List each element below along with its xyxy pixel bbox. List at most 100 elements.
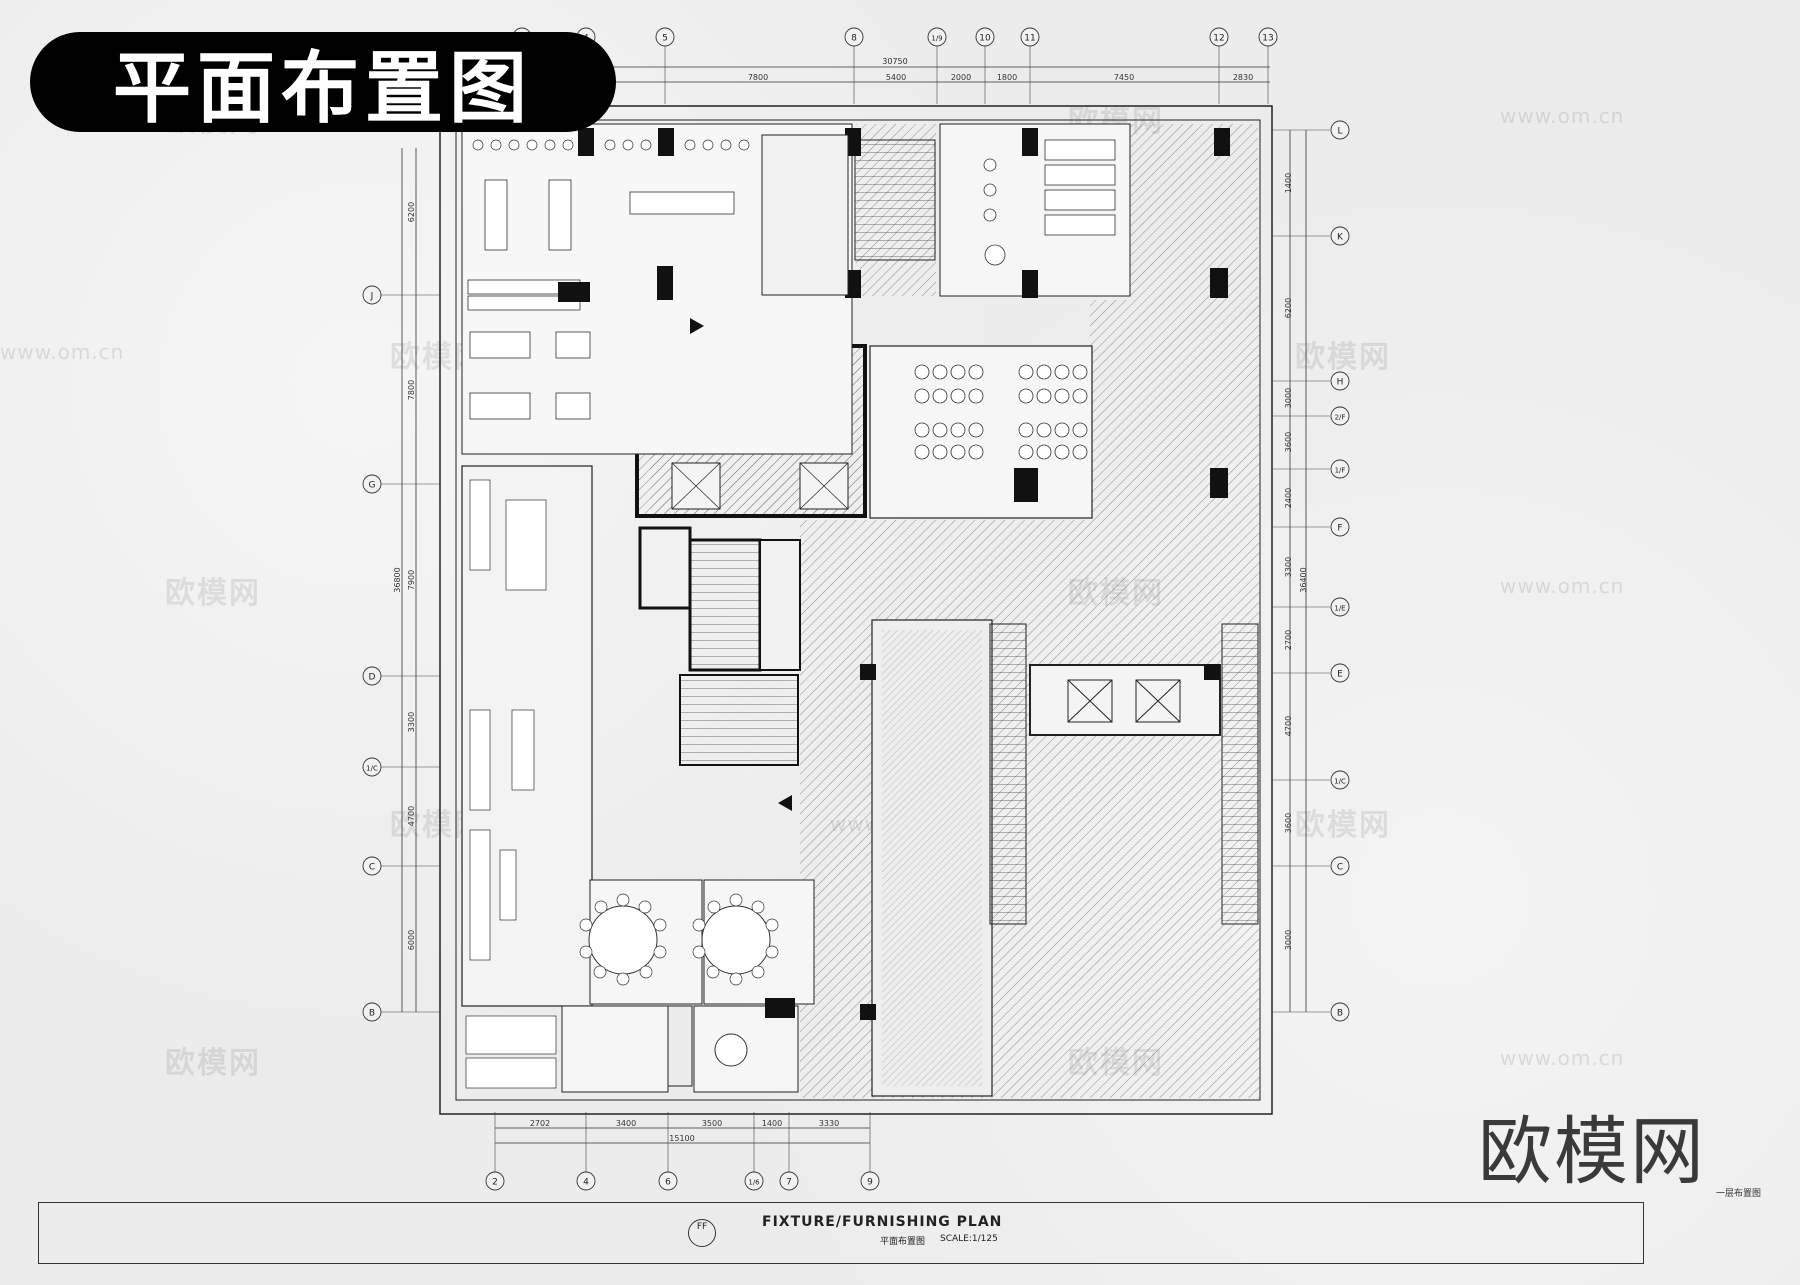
svg-text:9: 9 [867, 1178, 873, 1188]
plan-subtitle: 平面布置图 [880, 1237, 926, 1247]
dimension-bottom-total: 15100 [669, 1134, 694, 1143]
dimension-right: 4700 [1284, 716, 1293, 736]
entrance-arrow [690, 318, 704, 334]
dimension-left: 4700 [407, 806, 416, 826]
svg-text:12: 12 [1213, 34, 1224, 44]
grid-bubble-right: C [1330, 856, 1350, 876]
round-table [588, 905, 771, 975]
svg-text:K: K [1337, 233, 1344, 243]
atrium-void [882, 630, 982, 1086]
svg-text:E: E [1337, 670, 1343, 680]
grid-bubble-bottom: 2 [485, 1171, 505, 1191]
outer-boundary [439, 105, 1273, 1115]
grid-bubble-top: 8 [844, 27, 864, 47]
dimension-right: 3300 [1284, 557, 1293, 577]
grid-bubble-right: K [1330, 226, 1350, 246]
watermark: 欧模网 [1295, 808, 1391, 843]
grid-bubble-bottom: 1/6 [744, 1171, 764, 1191]
title-block [38, 1202, 1644, 1264]
dimension-bottom: 3330 [819, 1119, 839, 1128]
svg-text:H: H [1337, 378, 1344, 388]
dimension-top: 5400 [886, 73, 906, 82]
grid-bubble-left: J [362, 285, 382, 305]
dimension-bottom: 3500 [702, 1119, 722, 1128]
watermark: 欧模网 [165, 576, 261, 611]
title-badge: 平面布置图 [30, 32, 616, 134]
svg-text:11: 11 [1024, 34, 1035, 44]
escalator [989, 623, 1027, 925]
watermark-url: www.om.cn [1500, 574, 1625, 598]
watermark: 欧模网 [165, 1046, 261, 1081]
svg-text:6: 6 [665, 1178, 671, 1188]
entrance-arrow [778, 795, 792, 811]
dimension-bottom: 3400 [616, 1119, 636, 1128]
svg-text:C: C [369, 863, 375, 873]
dimension-right: 3600 [1284, 432, 1293, 452]
dimension-right: 2400 [1284, 488, 1293, 508]
grid-bubble-right: 1/F [1330, 459, 1350, 479]
stair-core [679, 674, 799, 766]
grid-bubble-top: 13 [1258, 27, 1278, 47]
grid-bubble-right: L [1330, 120, 1350, 140]
svg-text:13: 13 [1262, 34, 1273, 44]
grid-bubble-bottom: 6 [658, 1171, 678, 1191]
watermark: 欧模网 [1295, 340, 1391, 375]
grid-bubble-right: B [1330, 1002, 1350, 1022]
grid-bubble-top: 1/9 [927, 27, 947, 47]
brand-mark: 欧模网 [1478, 1109, 1706, 1195]
dimension-bottom: 2702 [530, 1119, 550, 1128]
svg-text:F: F [1337, 524, 1342, 534]
grid-bubble-right: E [1330, 663, 1350, 683]
svg-text:D: D [369, 673, 376, 683]
grid-bubble-left: D [362, 666, 382, 686]
svg-text:1/C: 1/C [1334, 778, 1346, 786]
plan-title: FIXTURE/FURNISHING PLAN [762, 1214, 1003, 1230]
grid-bubble-left: G [362, 474, 382, 494]
svg-text:1/E: 1/E [1334, 605, 1345, 613]
dimension-left: 7900 [407, 570, 416, 590]
svg-text:2: 2 [492, 1178, 498, 1188]
dimension-right: 3000 [1284, 930, 1293, 950]
dimension-right: 2700 [1284, 630, 1293, 650]
grid-bubble-left: B [362, 1002, 382, 1022]
dimension-left: 6000 [407, 930, 416, 950]
dimension-right: 1400 [1284, 173, 1293, 193]
svg-text:5: 5 [662, 34, 668, 44]
dimension-left: 3300 [407, 712, 416, 732]
plan-scale: SCALE:1/125 [940, 1234, 998, 1244]
dimension-right: 3000 [1284, 388, 1293, 408]
grid-bubble-top: 11 [1020, 27, 1040, 47]
dimension-bottom: 1400 [762, 1119, 782, 1128]
svg-text:1/F: 1/F [1335, 467, 1346, 475]
dimension-left: 6200 [407, 202, 416, 222]
svg-text:C: C [1337, 863, 1343, 873]
grid-bubble-right: H [1330, 371, 1350, 391]
dimension-right: 6200 [1284, 298, 1293, 318]
svg-text:8: 8 [851, 34, 857, 44]
svg-text:7: 7 [786, 1178, 792, 1188]
dimension-left: 7800 [407, 380, 416, 400]
service-room [761, 134, 849, 296]
svg-text:2/F: 2/F [1335, 414, 1346, 422]
svg-text:1/9: 1/9 [931, 35, 942, 43]
grid-bubble-top: 5 [655, 27, 675, 47]
watermark-url: www.om.cn [1500, 1046, 1625, 1070]
grid-bubble-right: 1/C [1330, 770, 1350, 790]
grid-bubble-top: 10 [975, 27, 995, 47]
grid-bubble-right: F [1330, 517, 1350, 537]
svg-text:1/6: 1/6 [748, 1179, 760, 1187]
badge-title: 平面布置图 [112, 44, 533, 134]
hatched-zone [1090, 300, 1260, 520]
service-room [759, 539, 801, 671]
dimension-top: 7450 [1114, 73, 1134, 82]
stair-core [688, 538, 762, 672]
sheet-note: 一层布置图 [1716, 1189, 1762, 1199]
dimension-top: 1800 [997, 73, 1017, 82]
svg-text:1/C: 1/C [366, 765, 378, 773]
grid-bubble-right: 2/F [1330, 406, 1350, 426]
grid-bubble-right: 1/E [1330, 597, 1350, 617]
dimension-top: 2000 [951, 73, 971, 82]
title-symbol: FF [688, 1219, 716, 1247]
grid-bubble-bottom: 7 [779, 1171, 799, 1191]
